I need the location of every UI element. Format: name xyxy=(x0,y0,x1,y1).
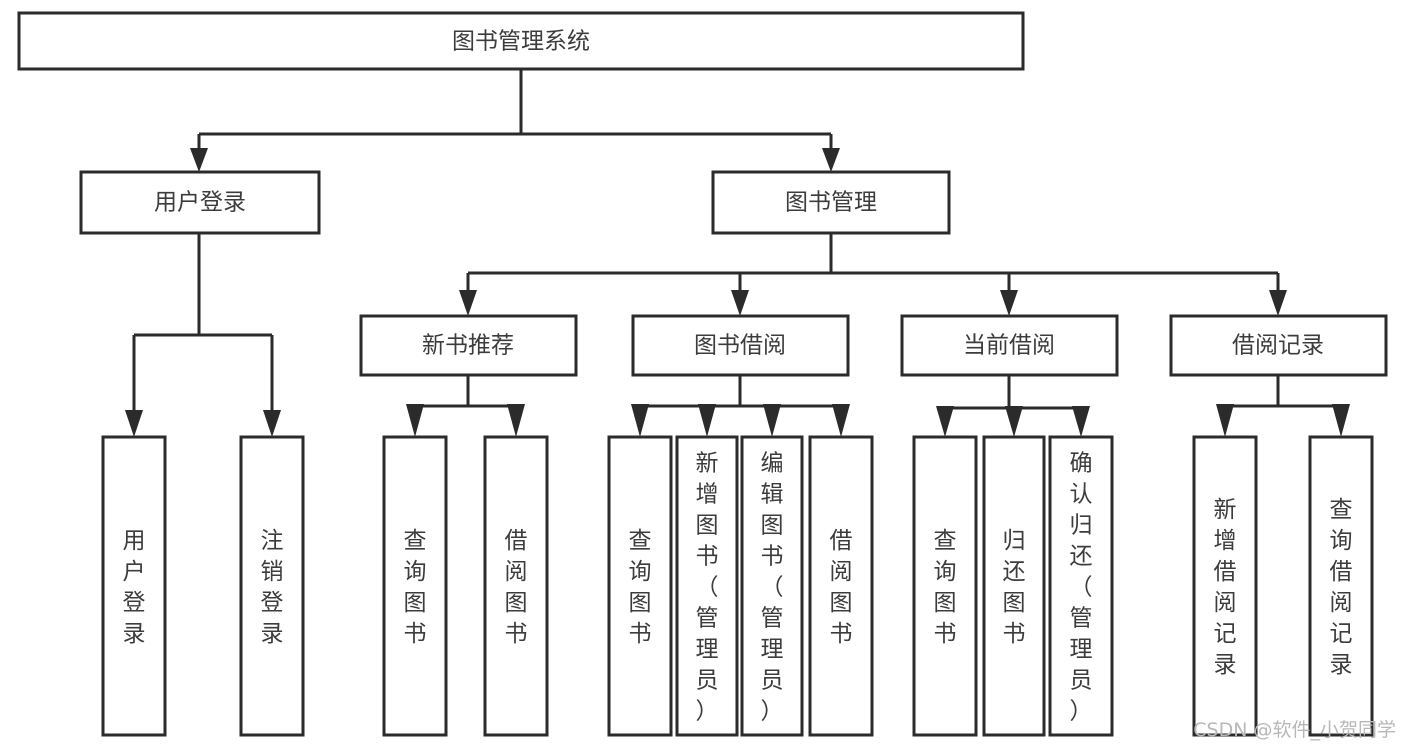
arrowhead-leaf-book-borrow-3 xyxy=(763,404,781,437)
leaf-new-book-recommend-0[interactable]: 查询图书 xyxy=(382,435,448,737)
leaf-book-borrow-2-label: 编辑图书（管理员） xyxy=(761,451,784,725)
arrowhead-leaf-borrow-record-2 xyxy=(1332,404,1350,437)
arrowhead-borrow-record xyxy=(1269,290,1287,316)
leaf-current-borrow-2[interactable]: 确认归还（管理员） xyxy=(1048,435,1114,737)
node-current-borrow[interactable]: 当前借阅 xyxy=(900,314,1119,377)
arrowhead-current-borrow xyxy=(1000,290,1018,316)
leaf-borrow-record-1-label: 查询借阅记录 xyxy=(1330,497,1353,678)
leaf-current-borrow-0-box xyxy=(912,435,978,737)
node-root-box xyxy=(17,11,1025,71)
arrowhead-leaf-borrow-record-1 xyxy=(1216,404,1234,437)
arrowhead-leaf-current-borrow-3 xyxy=(1072,406,1090,437)
leaf-book-borrow-0-box xyxy=(607,435,673,737)
node-root-system[interactable]: 图书管理系统 xyxy=(17,11,1025,71)
arrowhead-leaf-user-login-2 xyxy=(263,410,281,437)
leaf-borrow-record-0-box xyxy=(1192,435,1258,737)
node-new-book-recommend-label: 新书推荐 xyxy=(422,333,514,359)
csdn-watermark: CSDN @软件_小贺同学 xyxy=(1193,719,1396,741)
node-borrow-record-box xyxy=(1169,314,1388,377)
leaf-new-book-recommend-1-box xyxy=(483,435,549,737)
node-new-book-recommend[interactable]: 新书推荐 xyxy=(359,314,578,377)
arrowhead-leaf-book-borrow-2 xyxy=(698,404,716,437)
arrowhead-new-book-recommend xyxy=(459,290,477,316)
leaf-borrow-record-1[interactable]: 查询借阅记录 xyxy=(1308,435,1374,737)
leaf-user-login-0-label: 用户登录 xyxy=(123,528,146,647)
leaf-current-borrow-0[interactable]: 查询图书 xyxy=(912,435,978,737)
node-borrow-record[interactable]: 借阅记录 xyxy=(1169,314,1388,377)
arrowhead-user-login xyxy=(190,148,208,172)
leaf-current-borrow-1-box xyxy=(982,435,1046,737)
leaf-new-book-recommend-0-box xyxy=(382,435,448,737)
leaf-new-book-recommend-1[interactable]: 借阅图书 xyxy=(483,435,549,737)
node-book-management-label: 图书管理 xyxy=(785,190,877,216)
leaf-current-borrow-2-label: 确认归还（管理员） xyxy=(1070,451,1093,725)
leaf-book-borrow-3-box xyxy=(808,435,874,737)
node-borrow-record-label: 借阅记录 xyxy=(1232,333,1324,359)
arrowhead-leaf-new-book-1 xyxy=(406,404,424,437)
node-new-book-recommend-box xyxy=(359,314,578,377)
leaf-book-borrow-0[interactable]: 查询图书 xyxy=(607,435,673,737)
leaf-current-borrow-2-box xyxy=(1048,435,1114,737)
leaf-current-borrow-1[interactable]: 归还图书 xyxy=(982,435,1046,737)
node-user-login[interactable]: 用户登录 xyxy=(79,170,321,235)
leaf-borrow-record-0[interactable]: 新增借阅记录 xyxy=(1192,435,1258,737)
leaf-book-borrow-2[interactable]: 编辑图书（管理员） xyxy=(740,435,804,737)
node-book-borrow-label: 图书借阅 xyxy=(694,333,786,359)
node-book-management-box xyxy=(711,170,951,235)
leaf-book-borrow-1-box xyxy=(675,435,739,737)
arrowhead-leaf-user-login-1 xyxy=(125,410,143,437)
node-book-borrow-box xyxy=(631,314,850,377)
arrowhead-leaf-book-borrow-1 xyxy=(631,404,649,437)
leaf-book-borrow-3[interactable]: 借阅图书 xyxy=(808,435,874,737)
node-user-login-label: 用户登录 xyxy=(154,190,246,216)
leaf-book-borrow-0-label: 查询图书 xyxy=(629,528,652,647)
leaf-user-login-1-label: 注销登录 xyxy=(261,528,284,647)
arrowhead-leaf-current-borrow-1 xyxy=(936,406,954,437)
leaf-new-book-recommend-0-label: 查询图书 xyxy=(404,528,427,647)
connector-layer xyxy=(125,69,1350,437)
leaf-new-book-recommend-1-label: 借阅图书 xyxy=(505,528,528,647)
leaf-current-borrow-0-label: 查询图书 xyxy=(934,528,957,647)
leaf-book-borrow-2-box xyxy=(740,435,804,737)
node-current-borrow-label: 当前借阅 xyxy=(963,333,1055,359)
node-current-borrow-box xyxy=(900,314,1119,377)
arrowhead-leaf-new-book-2 xyxy=(507,404,525,437)
leaf-user-login-1[interactable]: 注销登录 xyxy=(239,435,305,737)
arrowhead-leaf-current-borrow-2 xyxy=(1005,406,1023,437)
node-user-login-box xyxy=(79,170,321,235)
leaf-book-borrow-3-label: 借阅图书 xyxy=(830,528,853,647)
leaf-user-login-0-box xyxy=(101,435,167,737)
node-root-label: 图书管理系统 xyxy=(452,29,590,55)
node-book-borrow[interactable]: 图书借阅 xyxy=(631,314,850,377)
leaf-user-login-0[interactable]: 用户登录 xyxy=(101,435,167,737)
arrowhead-book-borrow xyxy=(731,290,749,316)
leaf-user-login-1-box xyxy=(239,435,305,737)
leaf-book-borrow-1-label: 新增图书（管理员） xyxy=(696,451,719,725)
leaf-current-borrow-1-label: 归还图书 xyxy=(1003,528,1026,647)
leaf-book-borrow-1[interactable]: 新增图书（管理员） xyxy=(675,435,739,737)
arrowhead-book-mgmt xyxy=(822,148,840,172)
node-book-management[interactable]: 图书管理 xyxy=(711,170,951,235)
leaf-borrow-record-0-label: 新增借阅记录 xyxy=(1214,497,1237,678)
leaf-borrow-record-1-box xyxy=(1308,435,1374,737)
arrowhead-leaf-book-borrow-4 xyxy=(832,404,850,437)
